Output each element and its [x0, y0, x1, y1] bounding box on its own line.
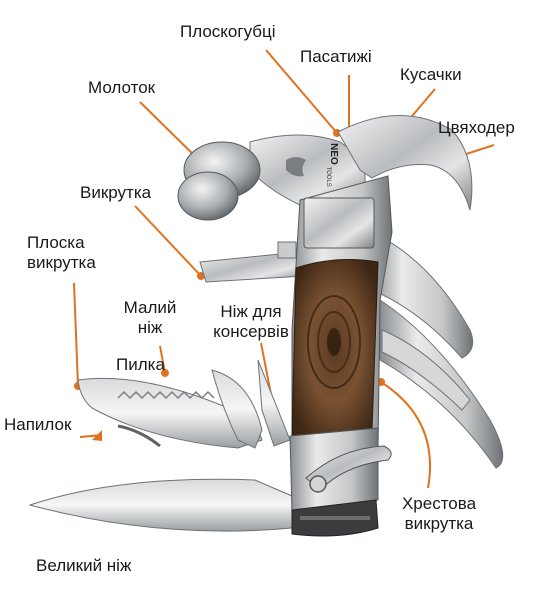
label-ploskohubtsi: Плоскогубці — [180, 22, 276, 41]
label-tsviakhoder: Цвяходер — [438, 118, 515, 137]
hammer-claw — [337, 115, 473, 211]
label-vykrutka: Викрутка — [80, 183, 152, 202]
label-pylka: Пилка — [116, 355, 165, 374]
label-khrestova-vykrutka: Хрестова викрутка — [401, 494, 477, 533]
small-knife — [211, 369, 263, 449]
phillips-screwdriver — [305, 445, 392, 491]
plier-handle-right — [371, 231, 474, 359]
can-opener — [257, 359, 291, 447]
brand-sublabel: TOOLS — [325, 166, 331, 187]
label-napylok: Напилок — [4, 415, 72, 434]
label-kusachky: Кусачки — [400, 65, 462, 84]
plier-grip-teeth — [286, 157, 306, 177]
file-nail-nick — [117, 424, 161, 448]
label-ploska-vykrutka: Плоска викрутка — [27, 233, 96, 272]
label-pasatyzhi: Пасатижі — [300, 47, 372, 66]
label-nizh-konservy: Ніж для консервів — [213, 302, 289, 341]
saw-blade — [77, 377, 263, 449]
label-malyi-nizh: Малий ніж — [123, 298, 177, 337]
label-molotok: Молоток — [88, 78, 156, 97]
saw-teeth — [117, 390, 215, 400]
large-knife-blade — [28, 478, 293, 532]
label-velykyi-nizh: Великий ніж — [36, 556, 132, 575]
